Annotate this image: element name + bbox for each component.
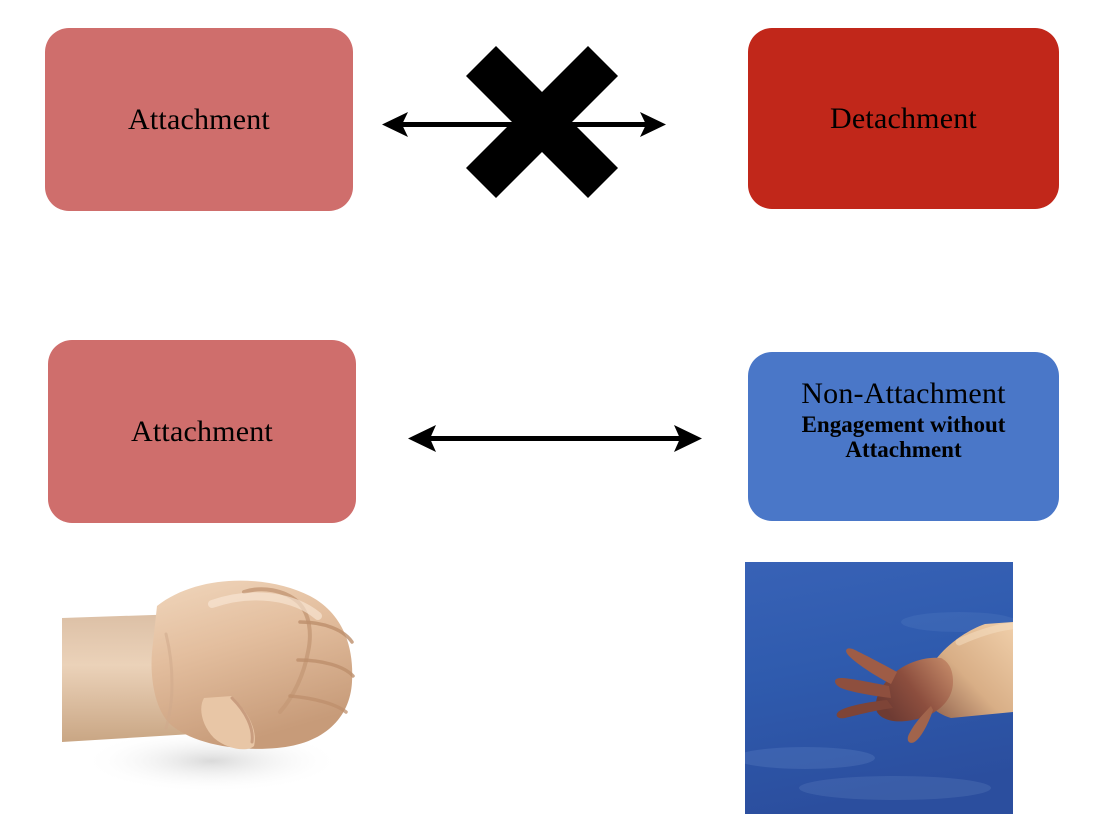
concept-box-label: Non-Attachment — [801, 377, 1006, 410]
concept-box-detachment[interactable]: Detachment — [748, 28, 1059, 209]
double-headed-arrow-row2 — [408, 425, 702, 452]
clenched-fist-photo — [62, 556, 358, 818]
concept-box-attachment-bottom[interactable]: Attachment — [48, 340, 356, 523]
concept-box-attachment-top[interactable]: Attachment — [45, 28, 353, 211]
open-hand-photo — [745, 562, 1013, 814]
concept-box-non-attachment[interactable]: Non-Attachment Engagement without Attach… — [748, 352, 1059, 521]
fist-illustration — [62, 556, 358, 818]
concept-box-sublabel: Engagement without Attachment — [801, 411, 1006, 463]
open-hand-illustration — [745, 562, 1013, 814]
concept-box-label: Attachment — [131, 414, 273, 448]
concept-box-label: Detachment — [830, 101, 977, 135]
cross-out-x-icon — [466, 46, 618, 198]
concept-box-label: Attachment — [128, 102, 270, 136]
